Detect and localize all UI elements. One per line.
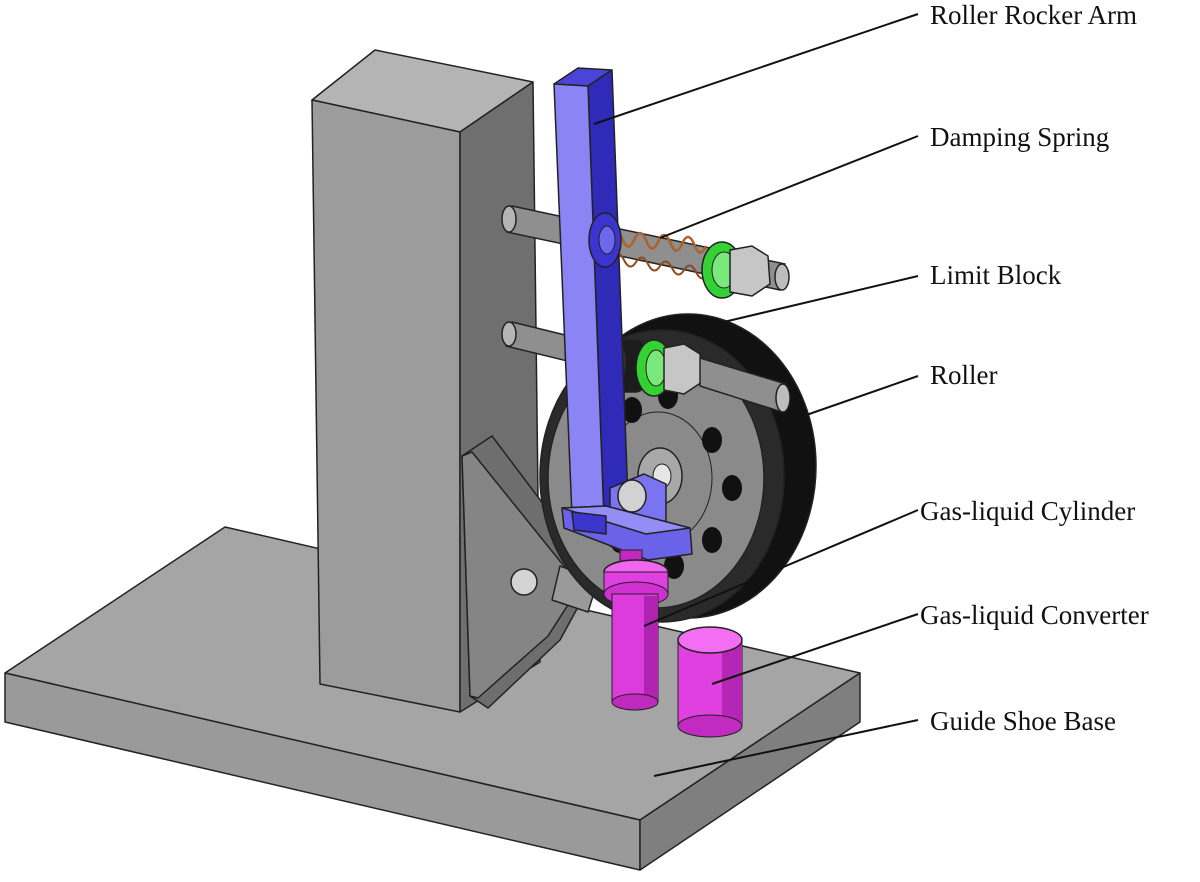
leader-gas-liquid-converter	[711, 613, 919, 685]
leader-gas-liquid-cylinder	[643, 509, 919, 627]
upper-shaft-end-right	[774, 263, 790, 291]
roller-hole-6	[664, 553, 684, 579]
clevis-pin	[617, 479, 647, 513]
gas-liquid-cylinder-part	[603, 549, 669, 711]
callout-labels: Roller Rocker Arm Damping Spring Limit B…	[920, 0, 1149, 736]
roller-rocker-arm-part	[553, 67, 693, 561]
gusset-bracket	[461, 435, 599, 709]
leader-guide-shoe-base	[653, 719, 919, 777]
arm-upper-bushing-hole	[598, 225, 616, 255]
label-gas-liquid-cylinder: Gas-liquid Cylinder	[920, 496, 1135, 526]
converter-top	[677, 626, 743, 654]
roller-hole-5	[702, 527, 722, 553]
leader-lines	[593, 13, 919, 777]
label-damping-spring: Damping Spring	[930, 122, 1109, 152]
spring-helix	[608, 229, 708, 254]
arm-foot-plate-top	[561, 505, 691, 535]
leader-roller	[791, 375, 919, 421]
label-roller: Roller	[930, 360, 998, 390]
label-roller-rocker-arm: Roller Rocker Arm	[930, 0, 1137, 30]
lower-shaft-end-left	[501, 321, 517, 347]
label-gas-liquid-converter: Gas-liquid Converter	[920, 600, 1149, 630]
label-limit-block: Limit Block	[930, 260, 1062, 290]
gusset-pin	[510, 568, 538, 596]
roller-hole-1	[622, 397, 642, 423]
base-right-face	[639, 672, 861, 871]
converter-bottom	[677, 714, 743, 738]
upper-limit-block	[701, 241, 771, 299]
leader-limit-block	[689, 275, 919, 331]
roller-hole-3	[702, 427, 722, 453]
cylinder-body-shade	[644, 596, 658, 702]
lower-hex-nut	[663, 343, 703, 395]
upper-hex-nut	[729, 245, 771, 297]
lower-shaft-end-right	[775, 383, 791, 413]
roller-hole-4	[722, 475, 742, 501]
leader-damping-spring	[659, 135, 919, 239]
column-front-face	[311, 99, 461, 713]
arm-bottom-end	[571, 511, 607, 535]
spring-helix-lower	[611, 252, 709, 280]
leader-roller-rocker-arm	[593, 13, 919, 125]
lower-green-collar-ring	[645, 349, 667, 387]
upper-shaft-end-left	[501, 205, 517, 233]
damping-spring-coil	[608, 229, 709, 280]
cylinder-body-bottom	[611, 693, 659, 711]
label-guide-shoe-base: Guide Shoe Base	[930, 706, 1116, 736]
gas-liquid-converter-part	[677, 626, 743, 738]
converter-body-shade	[722, 642, 742, 726]
